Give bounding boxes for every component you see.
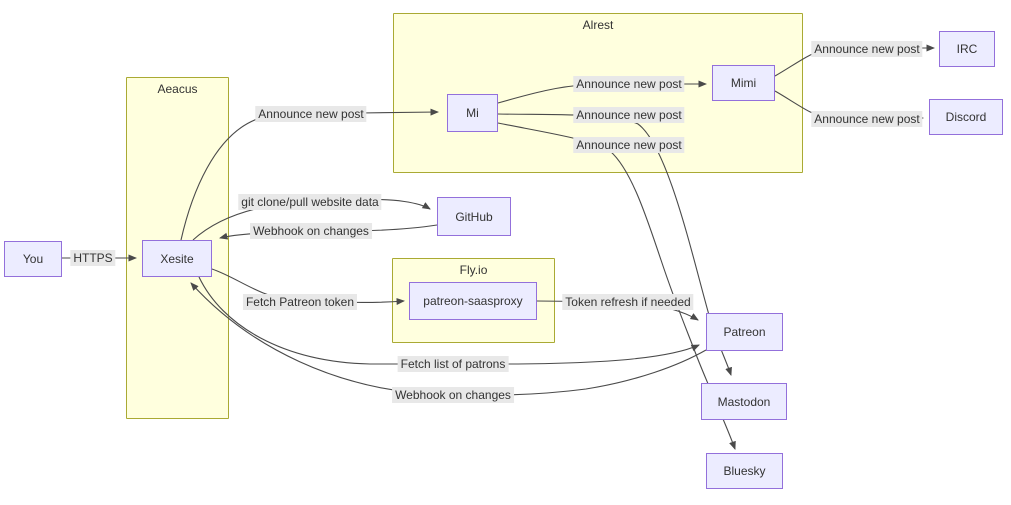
node-label-mimi: Mimi [730, 76, 757, 90]
node-label-saasproxy: patreon-saasproxy [423, 294, 523, 308]
cluster-label-flyio: Fly.io [459, 263, 488, 277]
node-you: You [4, 241, 62, 277]
node-saasproxy: patreon-saasproxy [409, 282, 537, 320]
edge-label-xesite-to-patreon: Fetch list of patrons [397, 356, 509, 372]
node-discord: Discord [929, 99, 1003, 135]
edge-label-you-to-xesite: HTTPS [70, 250, 116, 266]
edge-label-mi-to-mimi: Announce new post [573, 76, 685, 92]
node-label-patreon: Patreon [723, 325, 766, 339]
edge-label-mi-to-mastodon: Announce new post [573, 107, 685, 123]
node-bluesky: Bluesky [706, 453, 783, 489]
node-label-mastodon: Mastodon [717, 394, 771, 409]
cluster-label-aeacus: Aeacus [157, 82, 198, 96]
node-label-bluesky: Bluesky [723, 464, 766, 478]
node-label-irc: IRC [956, 42, 978, 56]
edge-label-github-to-xesite: Webhook on changes [250, 223, 372, 239]
edge-label-xesite-to-github: git clone/pull website data [238, 194, 382, 210]
edge-label-xesite-to-saasproxy: Fetch Patreon token [242, 294, 358, 310]
node-label-xesite: Xesite [160, 251, 194, 266]
node-label-mi: Mi [466, 106, 479, 120]
edge-label-saasproxy-to-patreon: Token refresh if needed [562, 294, 694, 310]
edge-mi-to-mastodon [497, 113, 732, 376]
node-github: GitHub [437, 197, 511, 236]
node-label-you: You [22, 252, 44, 266]
node-label-github: GitHub [455, 209, 493, 224]
edge-xesite-to-mi [180, 108, 439, 241]
cluster-label-alrest: Alrest [582, 18, 614, 32]
edge-label-patreon-to-xesite: Webhook on changes [392, 387, 514, 403]
node-patreon: Patreon [706, 313, 783, 351]
node-mimi: Mimi [712, 65, 775, 101]
edge-label-mimi-to-discord: Announce new post [811, 111, 923, 127]
node-mastodon: Mastodon [701, 383, 787, 420]
node-mi: Mi [447, 94, 498, 132]
edge-label-mimi-to-irc: Announce new post [811, 41, 923, 57]
edge-label-xesite-to-mi: Announce new post [255, 106, 367, 122]
edge-label-mi-to-bluesky: Announce new post [573, 137, 685, 153]
node-irc: IRC [939, 31, 995, 67]
node-label-discord: Discord [945, 110, 987, 124]
node-xesite: Xesite [142, 240, 212, 277]
